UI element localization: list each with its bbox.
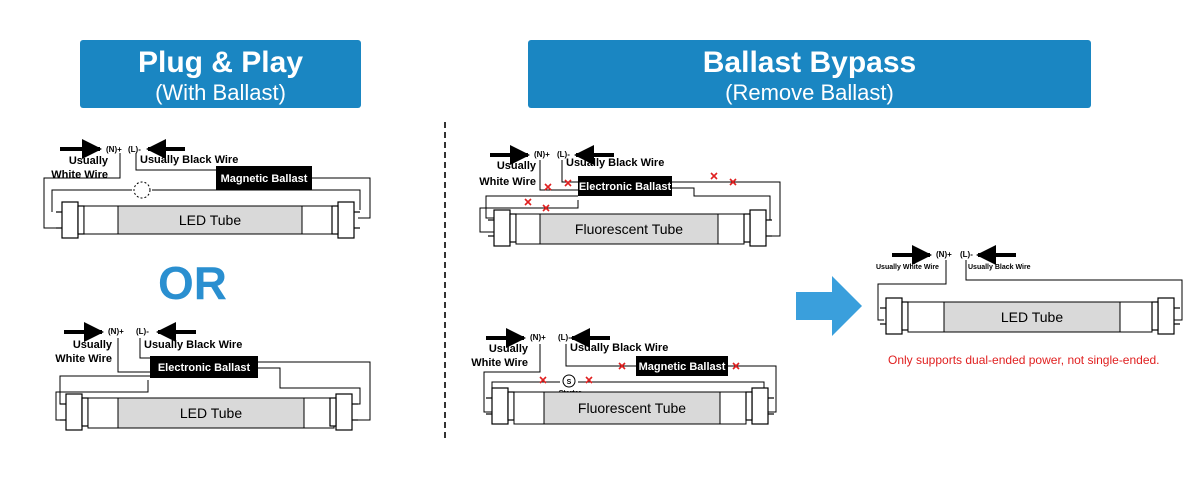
line-label: (L)- xyxy=(557,150,570,159)
electronic-ballast xyxy=(150,356,258,378)
ballast-bypass-banner: Ballast Bypass (Remove Ballast) xyxy=(528,40,1091,108)
white-wire-label: Usually White Wire xyxy=(55,339,112,365)
cut-mark-icons xyxy=(524,172,737,212)
tube-label: Fluorescent Tube xyxy=(578,400,686,416)
plug-play-magnetic-diagram: (N)+ (L)- Magnetic Ballast LED Tube xyxy=(43,139,371,239)
svg-text:Electronic Ballast: Electronic Ballast xyxy=(158,362,251,374)
electronic-ballast xyxy=(578,176,672,196)
line-label: (L)- xyxy=(136,327,149,336)
tube-label: LED Tube xyxy=(1001,309,1063,325)
result-led-diagram: (N)+ (L)- LED Tube xyxy=(877,245,1183,335)
panel-divider xyxy=(444,122,446,438)
fluorescent-tube xyxy=(543,391,721,425)
led-tube xyxy=(117,205,303,235)
white-wire-label: Usually White Wire xyxy=(471,343,528,369)
plug-play-electronic-diagram: (N)+ (L)- Electronic Ballast LED Tube xyxy=(55,322,371,431)
magnetic-ballast xyxy=(636,356,728,376)
ballast-bypass-subtitle: (Remove Ballast) xyxy=(725,80,894,105)
black-wire-label: Usually Black Wire xyxy=(140,154,239,166)
neutral-label: (N)+ xyxy=(108,327,124,336)
white-wire-label: Usually White Wire xyxy=(479,160,536,188)
fluorescent-tube xyxy=(539,213,719,245)
ballast-bypass-title: Ballast Bypass xyxy=(702,46,917,79)
bypass-electronic-diagram: (N)+ (L)- Electronic Ballast Fluorescent… xyxy=(479,145,781,247)
black-wire-label: Usually Black Wire xyxy=(570,342,669,354)
neutral-wire xyxy=(43,153,121,229)
black-wire-label: Usually Black Wire xyxy=(566,157,665,169)
plug-and-play-subtitle: (With Ballast) xyxy=(155,80,286,105)
plug-and-play-title: Plug & Play xyxy=(137,46,304,79)
tube-label: LED Tube xyxy=(179,212,241,228)
result-arrow-icon xyxy=(796,276,862,336)
dual-ended-note: Only supports dual-ended power, not sing… xyxy=(888,353,1160,367)
magnetic-ballast xyxy=(216,166,312,190)
neutral-label: (N)+ xyxy=(106,145,122,154)
or-label: OR xyxy=(158,257,227,309)
led-tube xyxy=(943,301,1121,333)
svg-text:Magnetic Ballast: Magnetic Ballast xyxy=(639,361,726,373)
starter-removed-icon xyxy=(133,181,151,199)
black-wire-label: Usually Black Wire xyxy=(968,264,1031,271)
plug-and-play-banner: Plug & Play (With Ballast) xyxy=(80,40,361,108)
svg-text:S: S xyxy=(567,379,572,386)
neutral-label: (N)+ xyxy=(530,333,546,342)
neutral-label: (N)+ xyxy=(534,150,550,159)
led-tube xyxy=(117,397,305,429)
white-wire-label: Usually White Wire xyxy=(876,264,939,271)
line-label: (L)- xyxy=(558,333,571,342)
tube-label: Fluorescent Tube xyxy=(575,221,683,237)
svg-text:Magnetic Ballast: Magnetic Ballast xyxy=(221,173,308,185)
tube-label: LED Tube xyxy=(180,405,242,421)
line-label: (L)- xyxy=(128,145,141,154)
line-label: (L)- xyxy=(960,250,973,259)
svg-text:Electronic Ballast: Electronic Ballast xyxy=(579,181,672,193)
bypass-magnetic-diagram: (N)+ (L)- S Starter Magnetic Ballast Flu… xyxy=(483,328,777,425)
black-wire-label: Usually Black Wire xyxy=(144,339,243,351)
starter-icon xyxy=(562,374,576,388)
white-wire-label: Usually White Wire xyxy=(51,155,108,181)
line-wire xyxy=(135,153,216,171)
cut-mark-icons xyxy=(539,362,740,384)
neutral-label: (N)+ xyxy=(936,250,952,259)
